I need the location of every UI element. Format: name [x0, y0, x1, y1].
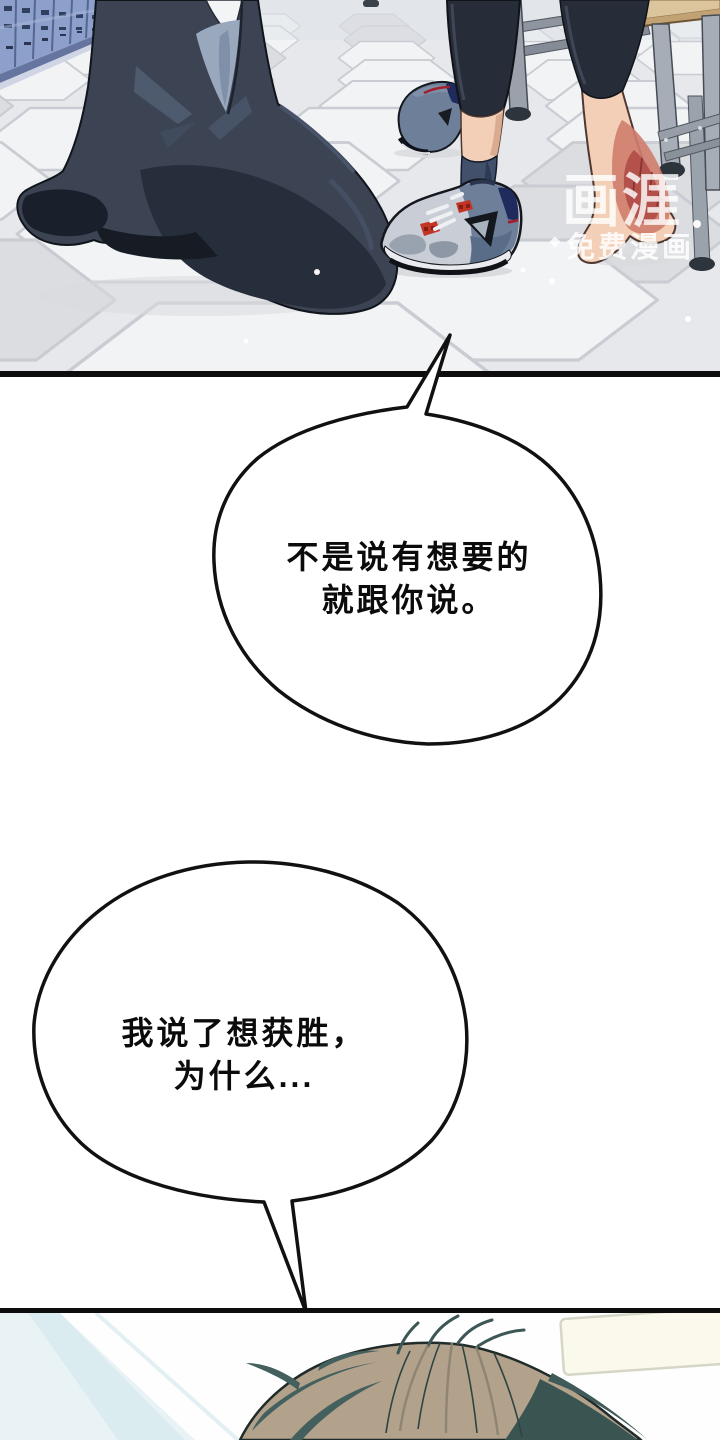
dress-shoe [22, 189, 108, 237]
near-desk [627, 0, 720, 271]
speech-bubble-2 [32, 860, 469, 1314]
back-sneaker [397, 80, 467, 155]
standing-leg [380, 0, 523, 275]
panel-head [0, 1313, 720, 1440]
hair-top-strands [396, 1314, 526, 1355]
bubble-2-line-2: 为什么... [173, 1058, 315, 1094]
bubble-2-outline [32, 860, 469, 1314]
watermark-caption: 免费漫画 [566, 232, 695, 264]
hair [238, 1314, 648, 1440]
bubble-1-text: 不是说有想要的 就跟你说。 [218, 536, 600, 622]
watermark-logo: 画涯 [562, 169, 683, 234]
jacket-creases [134, 66, 252, 148]
panel-border-bottom-top [0, 1308, 720, 1313]
panel-border-top-bottom [0, 371, 720, 377]
sign-board [559, 1313, 720, 1376]
heel-tab [498, 187, 519, 221]
speech-bubble-1 [212, 333, 603, 746]
sneaker [380, 178, 523, 275]
bubble-1-outline [212, 333, 603, 746]
hair-teal-spikes [246, 1350, 382, 1440]
kneeling-figure [16, 0, 399, 315]
far-chair-foot [363, 0, 379, 7]
bubble-1-line-1: 不是说有想要的 [286, 539, 532, 575]
hair-right-mass [505, 1379, 638, 1440]
bubble-2-line-1: 我说了想获胜， [121, 1015, 367, 1051]
bubble-1-line-2: 就跟你说。 [321, 582, 497, 618]
floor-sparkles [243, 220, 701, 344]
bubble-2-text: 我说了想获胜， 为什么... [28, 1012, 460, 1098]
lace-red-1 [456, 200, 473, 213]
window-light [0, 1313, 240, 1440]
lace-red-2 [420, 220, 440, 236]
bruised-leg [559, 0, 677, 264]
panel-classroom [0, 0, 720, 377]
